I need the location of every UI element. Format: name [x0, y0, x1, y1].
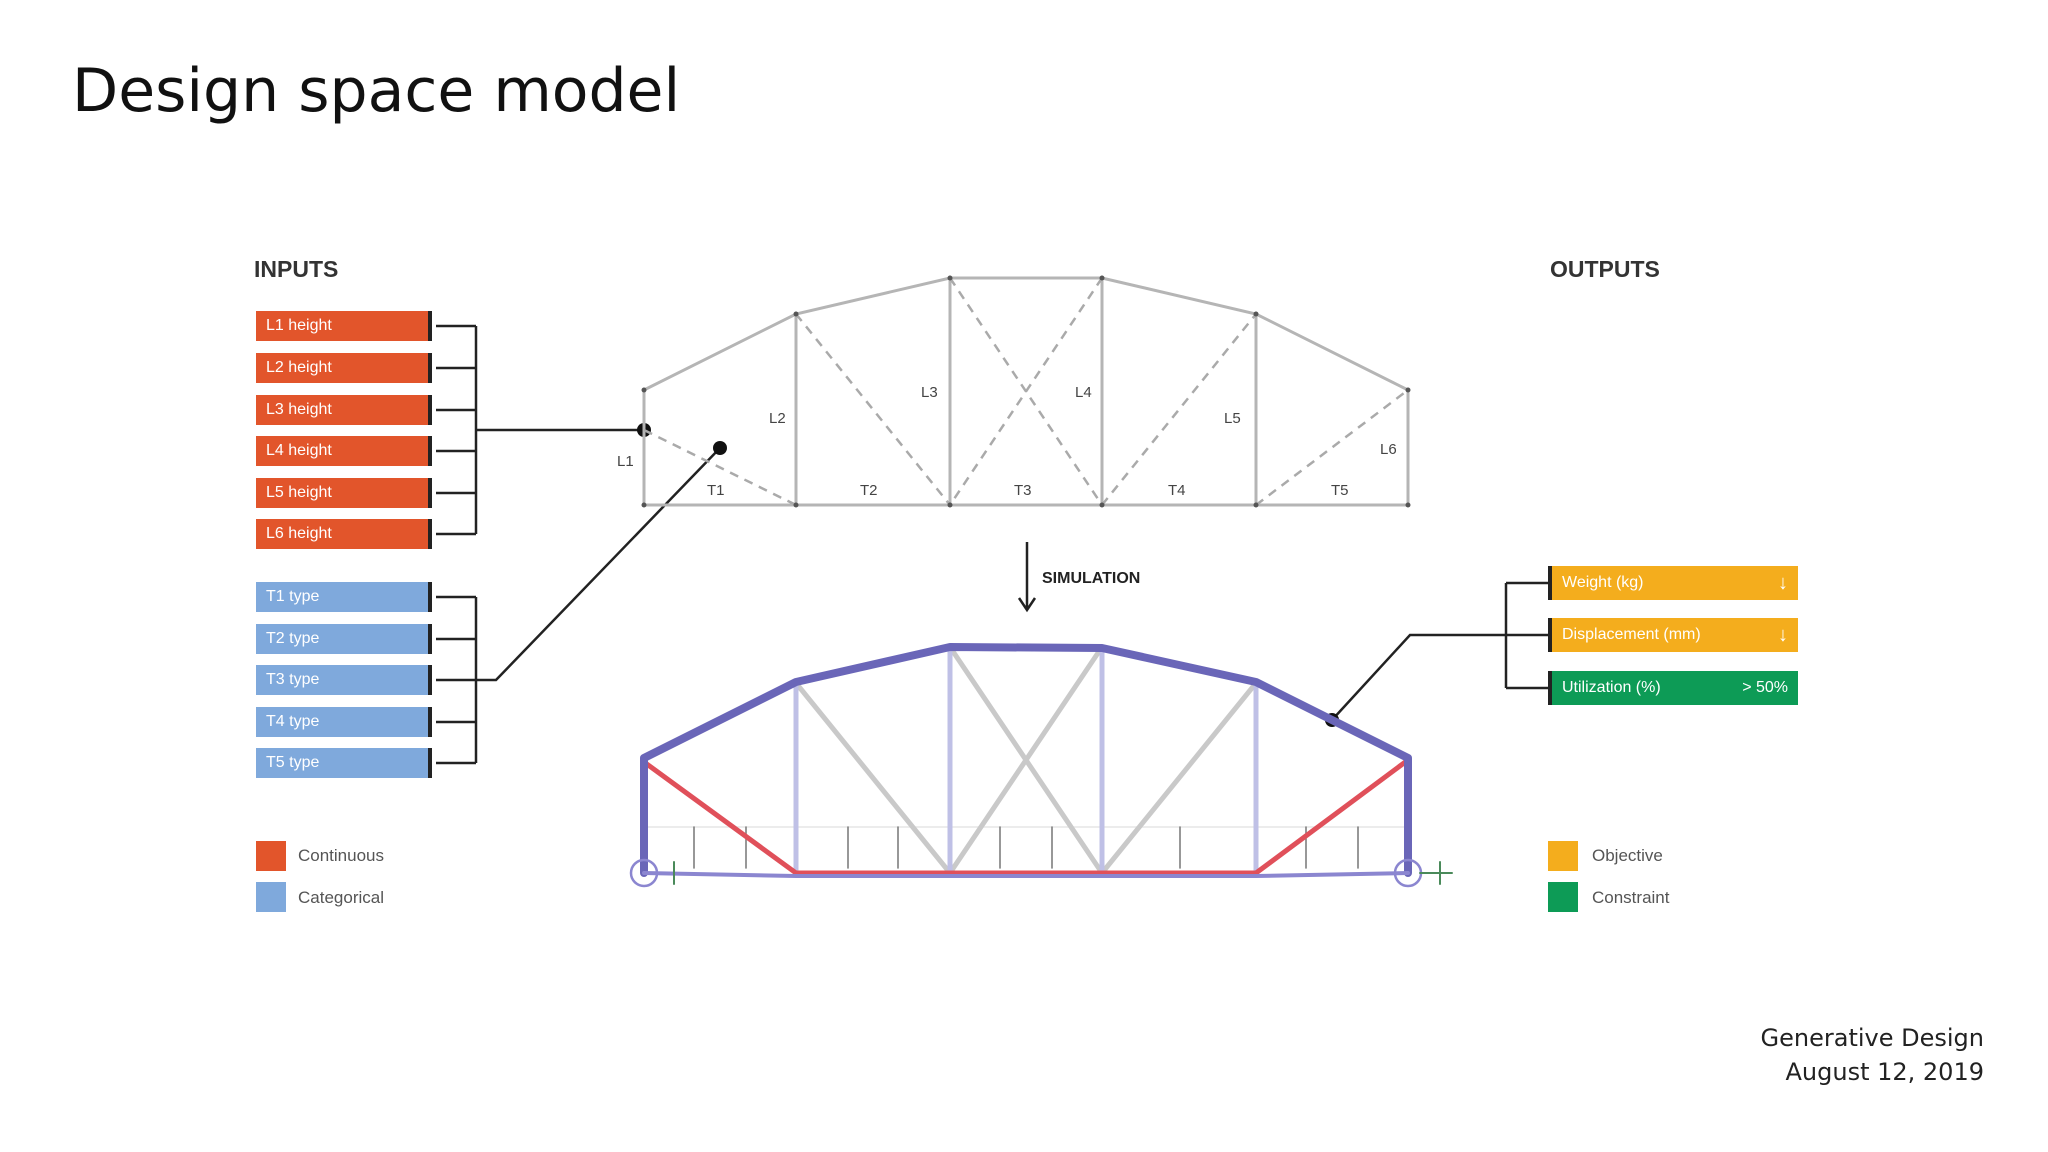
label-t2: T2 [860, 482, 878, 499]
input-t3-type: T3 type [256, 665, 432, 695]
down-arrow-icon: ↓ [1778, 624, 1788, 646]
label-l6: L6 [1380, 441, 1397, 458]
input-t1-type: T1 type [256, 582, 432, 612]
legend-objective-label: Objective [1592, 846, 1663, 865]
outputs-heading: OUTPUTS [1550, 256, 1660, 282]
legend-continuous-label: Continuous [298, 846, 385, 865]
output-utilization-threshold: > 50% [1742, 679, 1788, 696]
label-l4: L4 [1075, 384, 1092, 401]
output-utilization: Utilization (%) > 50% [1548, 671, 1798, 705]
simulation-label: SIMULATION [1042, 570, 1140, 587]
legend-categorical-label: Categorical [298, 888, 384, 907]
legend-objective-swatch [1548, 841, 1578, 871]
input-t5-type: T5 type [256, 748, 432, 778]
types-connector-dot [713, 441, 727, 455]
input-l4-height: L4 height [256, 436, 432, 466]
down-arrow-icon: ↓ [1778, 572, 1788, 594]
inputs-heading: INPUTS [254, 256, 339, 282]
output-weight-label: Weight (kg) [1562, 574, 1644, 591]
legend-constraint-swatch [1548, 882, 1578, 912]
legend-categorical-swatch [256, 882, 286, 912]
truss-top [641, 275, 1411, 508]
output-connectors [1331, 581, 1548, 721]
input-t2-type: T2 type [256, 624, 432, 654]
footer-presentation-name: Generative Design [1760, 1024, 1984, 1052]
label-l3: L3 [921, 384, 938, 401]
input-connectors [436, 324, 721, 765]
output-displacement-label: Displacement (mm) [1562, 626, 1701, 643]
label-l5: L5 [1224, 410, 1241, 427]
output-utilization-label: Utilization (%) [1562, 679, 1661, 696]
label-t3: T3 [1014, 482, 1032, 499]
slide-title: Design space model [72, 56, 681, 126]
input-l1-height: L1 height [256, 311, 432, 341]
input-l2-height: L2 height [256, 353, 432, 383]
input-l3-height: L3 height [256, 395, 432, 425]
output-weight: Weight (kg) ↓ [1548, 566, 1798, 600]
legend-continuous-swatch [256, 841, 286, 871]
footer-date: August 12, 2019 [1785, 1058, 1985, 1086]
label-l1: L1 [617, 453, 634, 470]
legend-constraint-label: Constraint [1592, 888, 1670, 907]
input-l6-height: L6 height [256, 519, 432, 549]
label-t5: T5 [1331, 482, 1349, 499]
input-l5-height: L5 height [256, 478, 432, 508]
simulation-arrow-icon [1017, 542, 1037, 613]
label-l2: L2 [769, 410, 786, 427]
truss-bottom [629, 643, 1453, 888]
label-t4: T4 [1168, 482, 1186, 499]
input-t4-type: T4 type [256, 707, 432, 737]
output-displacement: Displacement (mm) ↓ [1548, 618, 1798, 652]
label-t1: T1 [707, 482, 725, 499]
